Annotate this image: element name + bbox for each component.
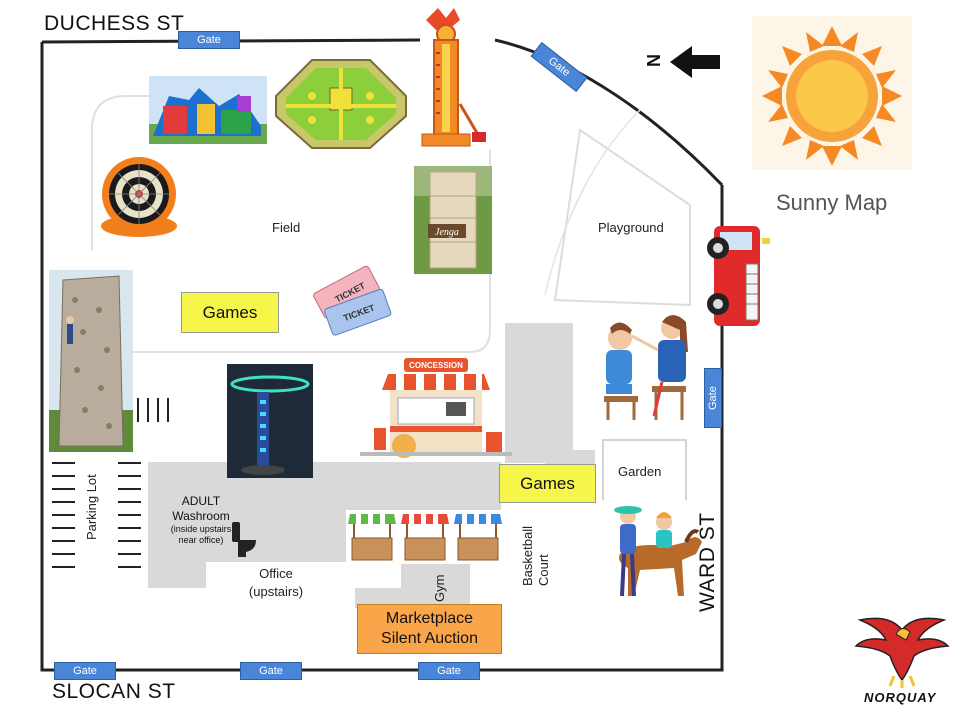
building-center [346, 462, 501, 510]
property-boundary [40, 42, 724, 672]
adult-washroom-label: ADULT Washroom (inside upstairs near off… [164, 494, 238, 546]
tickets-icon: TICKET TICKET [313, 265, 392, 336]
field-label: Field [272, 220, 301, 235]
wipeout-inflatable-icon [275, 59, 407, 149]
playground-label: Playground [598, 220, 664, 235]
giant-dartboard-icon [101, 157, 177, 237]
garden-label: Garden [618, 464, 662, 479]
marketplace-line1: Marketplace [385, 610, 474, 627]
parking-lines [52, 398, 169, 568]
street-label-duchess: DUCHESS ST [44, 12, 185, 35]
map-title: Sunny Map [776, 190, 888, 215]
gate-duchess: Gate [178, 31, 240, 49]
compass: N [643, 44, 724, 80]
building-west [148, 462, 206, 588]
gate-ward: Gate [704, 368, 722, 428]
parking-lot-label: Parking Lot [84, 474, 99, 540]
climbing-wall-icon [49, 270, 133, 452]
playground-curve [544, 109, 641, 296]
street-label-slocan: SLOCAN ST [52, 680, 176, 703]
norquay-logo: NORQUAY [850, 610, 954, 714]
marketplace-box: Marketplace Silent Auction [357, 604, 502, 654]
toilet-icon [232, 522, 256, 557]
face-painting-icon [604, 315, 688, 420]
concession-sign-text: CONCESSION [409, 361, 463, 370]
north-letter: N [643, 54, 663, 67]
field-path-east [130, 150, 491, 353]
west-arrow-icon [670, 46, 720, 78]
jenga-sign-text: Jenga [435, 227, 459, 238]
office-label: Office (upstairs) [248, 566, 304, 600]
field-path [91, 95, 150, 250]
building-gym-west [355, 562, 401, 588]
sun-icon [752, 16, 912, 170]
gate-slocan-west: Gate [54, 662, 116, 680]
eagle-logo-icon [854, 617, 950, 688]
basketball-court-label: Basketball Court [520, 526, 552, 586]
fire-truck-icon [707, 226, 770, 326]
marketplace-line2: Silent Auction [381, 630, 478, 647]
gate-slocan-middle: Gate [240, 662, 302, 680]
pony-ride-icon [614, 506, 702, 597]
logo-text: NORQUAY [864, 690, 937, 705]
high-striker-icon [421, 8, 486, 147]
property-boundary-curve [494, 38, 724, 187]
building-lower [206, 502, 346, 562]
garden-outline [602, 439, 687, 500]
market-stalls-icon [346, 510, 502, 564]
concession-stand-icon: CONCESSION [360, 358, 512, 458]
washroom-title: ADULT Washroom [172, 494, 230, 523]
games-box-south: Games [499, 464, 596, 503]
photo-booth-icon [227, 364, 313, 478]
giant-jenga-icon: Jenga [414, 166, 492, 274]
games-box-field: Games [181, 292, 279, 333]
washroom-note: (inside upstairs near office) [170, 524, 232, 545]
playground-outline [553, 128, 691, 307]
gate-slocan-east: Gate [418, 662, 480, 680]
paved-path-vertical [505, 323, 573, 463]
obstacle-course-inflatable-icon [149, 76, 267, 144]
